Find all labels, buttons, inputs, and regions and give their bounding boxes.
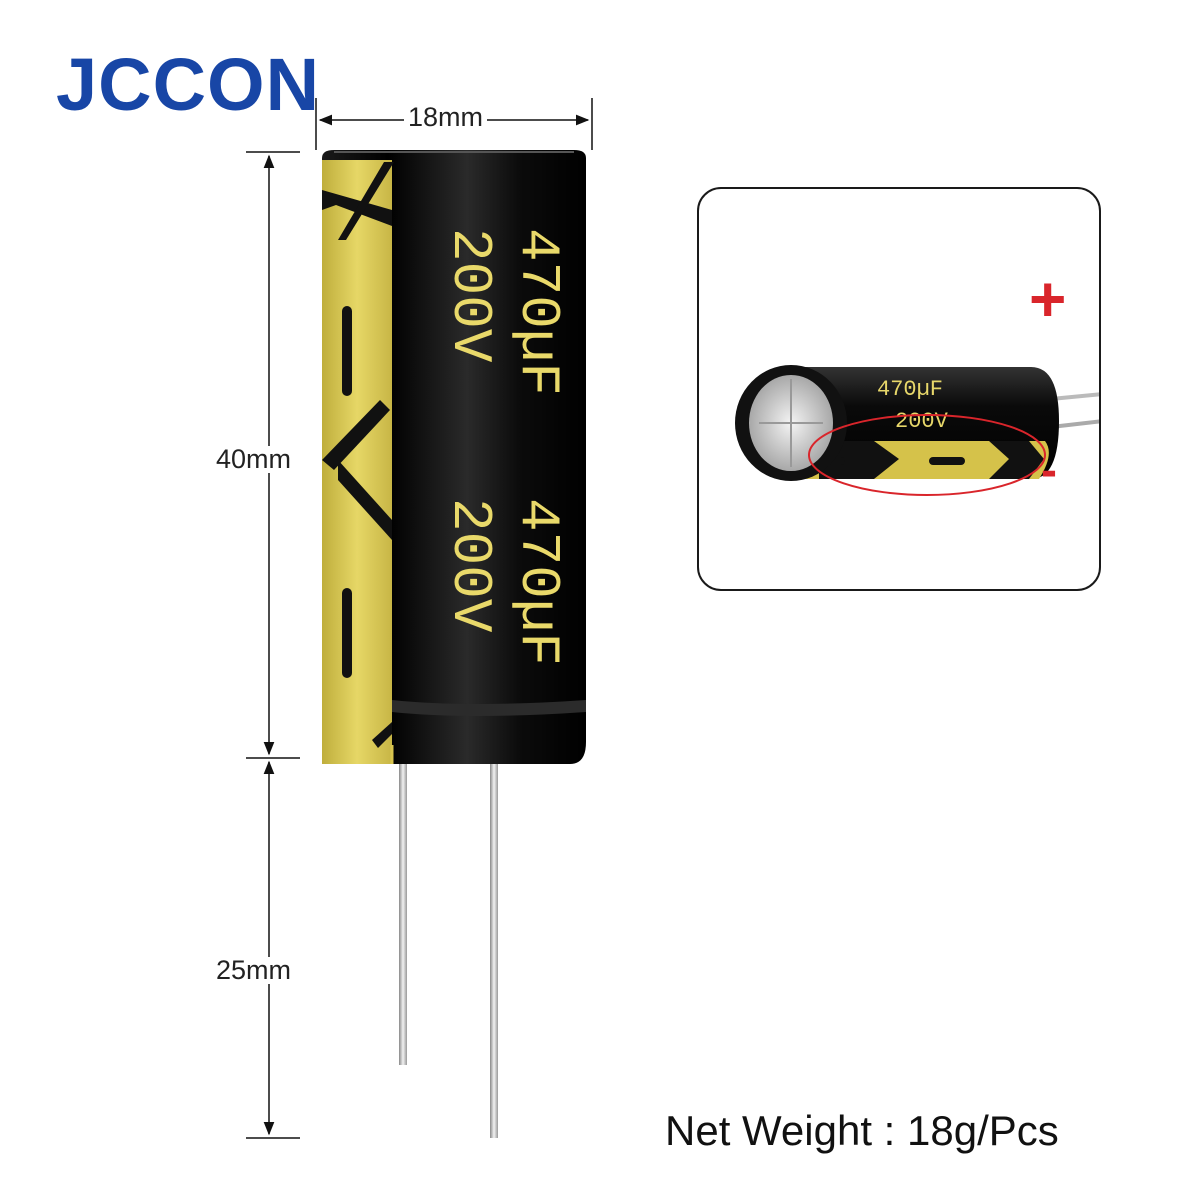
inset-voltage-print: 200V [895,409,949,434]
capacitance-print-2: 470µF [506,498,570,666]
lead-length-label: 25mm [212,957,296,984]
diameter-label: 18mm [404,104,488,131]
brand-logo: JCCON [56,43,321,126]
voltage-print-2: 200V [438,498,502,633]
polarity-highlight-ellipse [808,414,1046,496]
body-height-label: 40mm [212,446,296,473]
inset-capacitance-print: 470µF [877,377,943,402]
inset-capacitor-drawing: 470µF 200V [735,365,1099,496]
negative-mark: - [1041,444,1057,497]
capacitor-body [322,150,586,764]
height-dimension [246,151,300,1139]
net-weight-label: Net Weight : 18g/Pcs [665,1107,1059,1154]
minus-mark-bottom [342,588,352,678]
polarity-inset: 470µF 200V + - [697,187,1101,591]
lead-negative [399,760,407,1065]
positive-mark: + [1029,263,1067,335]
lead-positive [490,760,498,1138]
inset-minus-mark-2 [929,457,965,465]
minus-mark-top [342,306,352,396]
capacitance-print-1: 470µF [506,228,570,396]
voltage-print-1: 200V [438,228,502,363]
